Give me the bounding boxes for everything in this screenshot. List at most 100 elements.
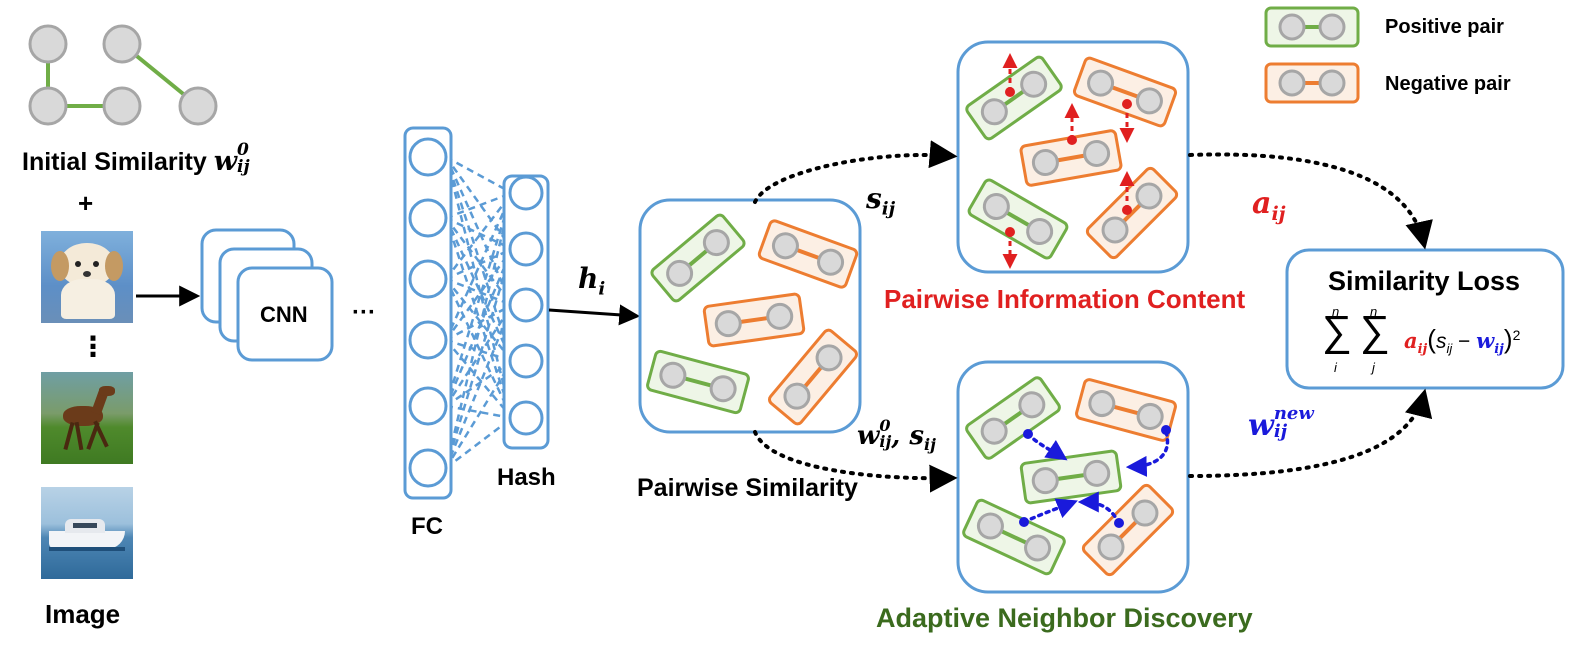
w0-sup: 0 xyxy=(879,416,891,436)
loss-w-symbol: w xyxy=(1476,328,1495,353)
pairwise-information-label: Pairwise Information Content xyxy=(884,284,1246,314)
fc-hash-link xyxy=(444,217,514,362)
hash-neuron xyxy=(508,287,544,323)
hash-neuron xyxy=(508,175,544,211)
hash-label: Hash xyxy=(497,464,556,491)
positive-pair xyxy=(965,376,1061,460)
information-weight-label: aij xyxy=(1252,186,1286,225)
negative-pair xyxy=(768,328,858,426)
loss-s-sub: ij xyxy=(1446,341,1453,357)
positive-pair xyxy=(1019,449,1123,505)
hash-neuron xyxy=(508,343,544,379)
fc-neuron xyxy=(408,320,448,360)
initial-similarity-sup: 0 xyxy=(236,140,249,161)
s-sub-2: ij xyxy=(924,435,936,455)
sum-i-lower: i xyxy=(1334,360,1337,375)
image-label: Image xyxy=(45,599,121,629)
similarity-loss-box xyxy=(1285,248,1565,390)
fc-neuron xyxy=(408,386,448,426)
horse-image xyxy=(41,372,133,464)
negative-pair xyxy=(757,219,859,289)
w0-comma: , xyxy=(891,421,910,451)
loss-a-sub: ij xyxy=(1417,342,1428,358)
new-similarity-sub: ij xyxy=(1273,421,1288,443)
info-to-loss-arrow xyxy=(1188,152,1433,250)
similarity-score-sub: ij xyxy=(881,198,896,220)
w0-sub: ij xyxy=(879,432,892,452)
similarity-score-label: sij xyxy=(866,182,895,220)
new-similarity-sup: new xyxy=(1273,403,1314,425)
fc-label: FC xyxy=(411,513,443,540)
fc-hash-link xyxy=(444,192,514,407)
fc-hash-link xyxy=(445,155,513,195)
fc-neuron xyxy=(408,198,448,238)
negative-pair xyxy=(1072,56,1178,128)
sum-j-lower: j xyxy=(1372,360,1375,375)
w0-symbol: w xyxy=(857,421,880,451)
loss-minus: − xyxy=(1452,330,1477,353)
hash-neuron xyxy=(508,400,544,436)
cnn-ellipsis: ··· xyxy=(352,299,376,326)
sum-i-upper: n xyxy=(1332,304,1340,319)
fc-hash-link xyxy=(445,192,513,280)
positive-pair xyxy=(646,349,750,415)
legend-negative-label: Negative pair xyxy=(1385,73,1511,95)
hash-code-symbol: h xyxy=(578,262,599,295)
sum-j-upper: n xyxy=(1370,304,1378,319)
hash-to-pairwise-arrow xyxy=(548,304,641,326)
sum-i-symbol: ∑ xyxy=(1322,307,1352,354)
fc-hash-connections xyxy=(444,155,514,469)
adaptive-neighbor-label: Adaptive Neighbor Discovery xyxy=(876,603,1253,633)
initial-similarity-symbol: w xyxy=(213,146,237,177)
pairwise-similarity-label: Pairwise Similarity xyxy=(637,474,858,502)
legend xyxy=(1264,6,1360,104)
information-arrows xyxy=(1002,53,1135,269)
positive-pair xyxy=(650,213,746,303)
loss-expression: aij(sij − wij)2 xyxy=(1404,324,1520,357)
positive-pair xyxy=(965,55,1063,141)
puppy-image xyxy=(41,231,133,323)
fc-hash-link xyxy=(444,248,514,469)
information-dots xyxy=(1005,87,1132,237)
cnn-block xyxy=(200,228,334,362)
fc-hash-link xyxy=(445,303,513,342)
information-weight-sub: ij xyxy=(1271,203,1286,225)
hash-layer xyxy=(502,174,550,450)
fc-hash-link xyxy=(445,278,513,362)
vertical-ellipsis: ⋮ xyxy=(79,331,107,362)
similarity-score-symbol: s xyxy=(866,182,882,215)
negative-pair xyxy=(1075,378,1177,442)
cnn-label: CNN xyxy=(260,302,308,327)
legend-positive-swatch xyxy=(1264,6,1360,48)
fc-hash-link xyxy=(444,304,514,407)
fc-hash-link xyxy=(445,247,513,281)
fc-hash-link xyxy=(445,339,513,419)
fc-hash-link xyxy=(444,156,514,306)
loss-a-symbol: a xyxy=(1404,328,1418,353)
fc-hash-link xyxy=(444,278,514,419)
hash-code-label: hi xyxy=(578,262,605,300)
fc-neuron xyxy=(408,448,448,488)
fc-neuron xyxy=(408,137,448,177)
new-similarity-symbol: w xyxy=(1248,408,1274,443)
loss-formula: n ∑ i n ∑ j aij(sij − wij)2 xyxy=(1316,304,1556,380)
negative-pair xyxy=(1085,166,1179,260)
fc-hash-link xyxy=(444,248,514,341)
legend-positive-label: Positive pair xyxy=(1385,16,1504,38)
loss-open-paren: ( xyxy=(1427,324,1436,354)
fc-neuron xyxy=(408,259,448,299)
adaptive-to-loss-arrow xyxy=(1188,388,1433,478)
fc-hash-link xyxy=(444,304,514,469)
neighbor-dots xyxy=(1019,425,1171,528)
fc-layer xyxy=(403,126,453,500)
pairwise-to-info-arrow xyxy=(753,140,958,204)
pairwise-to-adaptive-arrow xyxy=(753,430,958,493)
loss-s-symbol: s xyxy=(1435,330,1447,353)
plus-sign: + xyxy=(78,188,94,218)
